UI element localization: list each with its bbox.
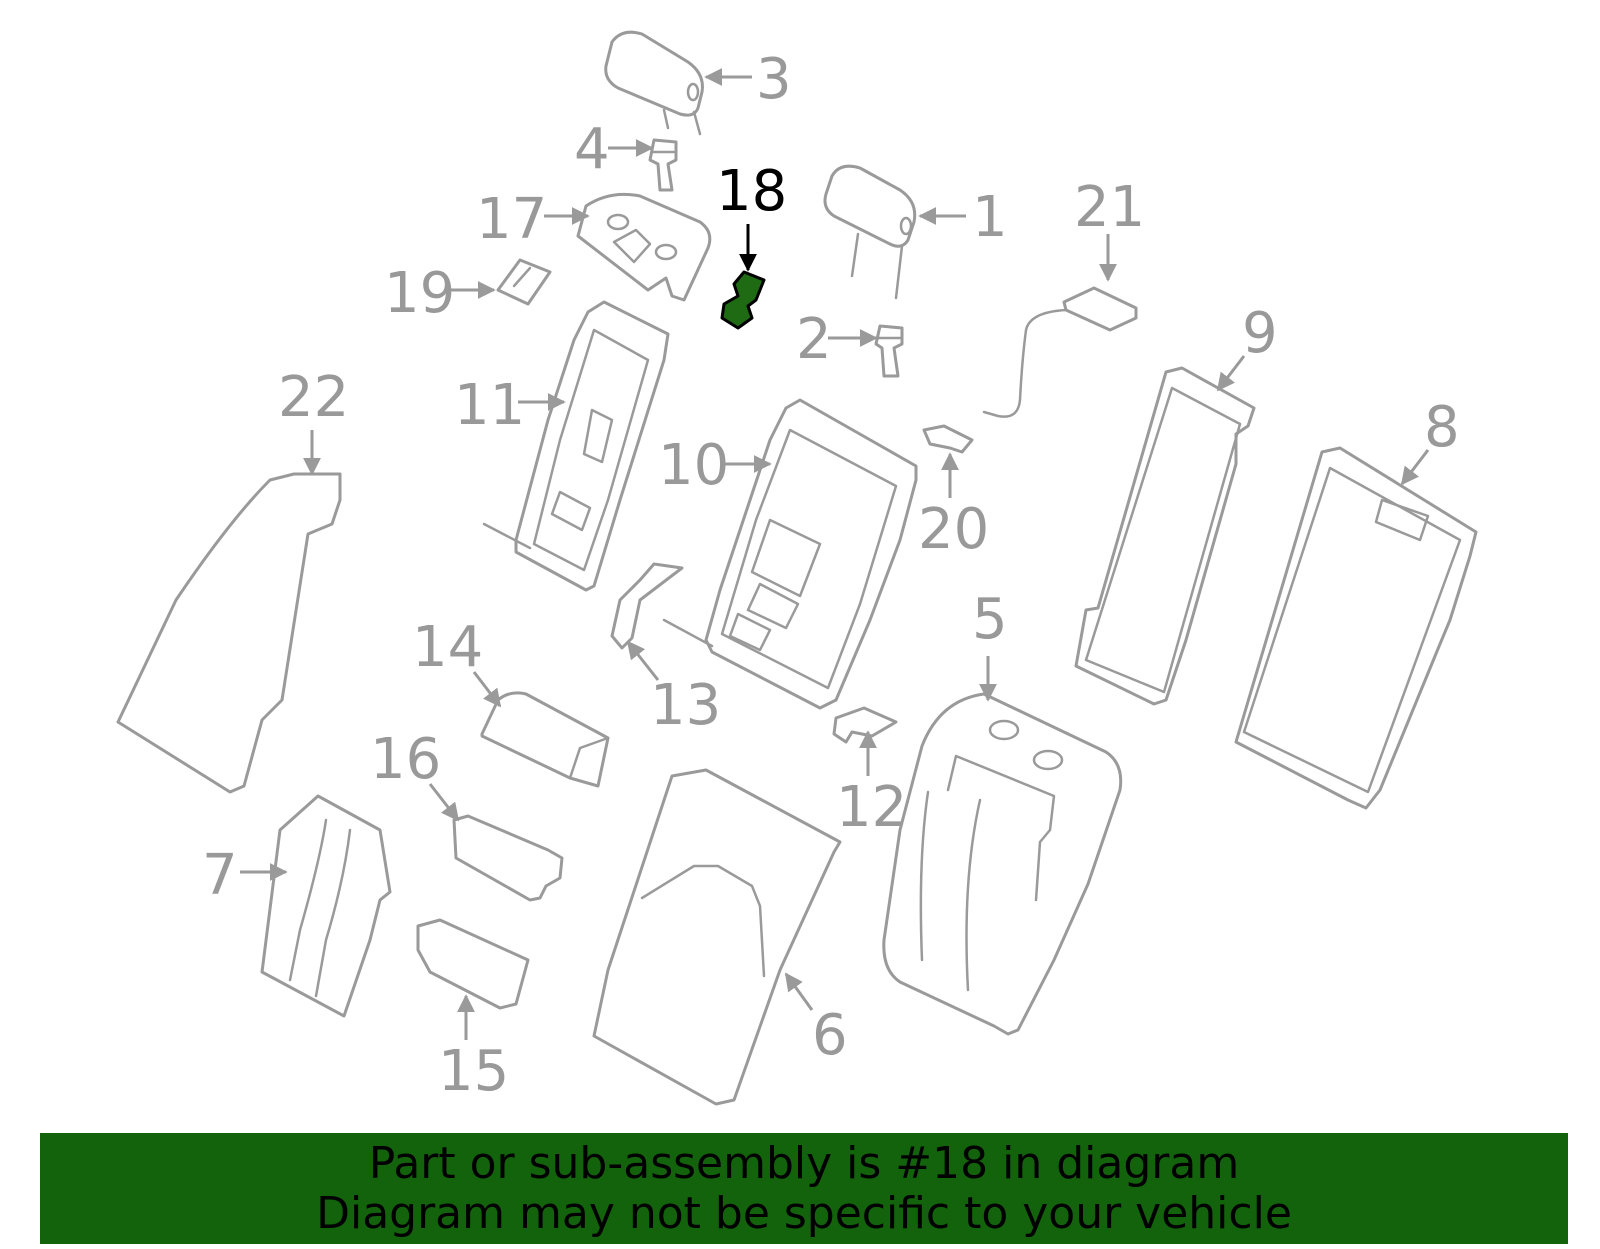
part-8-panel (1234, 446, 1478, 810)
part-20-clip (922, 424, 974, 454)
part-17-trim-cover (576, 192, 712, 302)
part-22-bolster (116, 472, 342, 794)
part-14-pad (480, 691, 610, 788)
part-18-bracket-highlighted (720, 270, 766, 330)
callout-11: 11 (454, 373, 525, 438)
part-5-cushion (882, 692, 1123, 1036)
part-1-headrest (823, 164, 917, 300)
callout-7: 7 (202, 843, 238, 908)
part-21-harness (982, 286, 1138, 418)
callout-16: 16 (370, 727, 441, 792)
callout-13: 13 (650, 673, 721, 738)
callout-14: 14 (412, 615, 483, 680)
callout-12: 12 (836, 775, 907, 840)
banner-line-part: Part or sub-assembly is #18 in diagram (368, 1137, 1240, 1189)
part-9-panel (1074, 366, 1256, 706)
callout-9: 9 (1242, 301, 1278, 366)
callout-6: 6 (812, 1003, 848, 1068)
callout-17: 17 (476, 187, 547, 252)
callout-10: 10 (658, 433, 729, 498)
callout-19: 19 (384, 261, 455, 326)
callout-2: 2 (796, 307, 832, 372)
part-16-pad (452, 814, 564, 902)
part-13-bracket (610, 562, 684, 650)
callout-21: 21 (1074, 175, 1145, 240)
callout-1: 1 (972, 185, 1008, 250)
part-7-side-cover (260, 794, 392, 1018)
callout-5: 5 (972, 587, 1008, 652)
leader-lines (240, 68, 1430, 1040)
callout-8: 8 (1424, 395, 1460, 460)
callout-3: 3 (756, 47, 792, 112)
part-6-back-panel (592, 768, 842, 1106)
callout-4: 4 (574, 117, 610, 182)
part-11-frame (482, 300, 670, 592)
part-15-pad (416, 918, 530, 1010)
part-19-cap (496, 258, 552, 306)
callout-labels: 1 2 3 4 5 6 7 8 9 10 11 12 13 14 15 16 1… (202, 47, 1460, 1104)
part-4-guide (648, 138, 678, 192)
callout-15: 15 (438, 1039, 509, 1104)
part-3-headrest (604, 30, 704, 136)
part-2-guide (874, 324, 904, 378)
banner-line-disclaimer: Diagram may not be specific to your vehi… (316, 1187, 1292, 1239)
callout-20: 20 (918, 497, 989, 562)
notice-banner: Part or sub-assembly is #18 in diagram D… (40, 1133, 1568, 1244)
callout-18-highlighted: 18 (716, 159, 787, 224)
part-10-frame (662, 398, 918, 710)
callout-22: 22 (278, 365, 349, 430)
part-12-bracket (832, 706, 898, 744)
